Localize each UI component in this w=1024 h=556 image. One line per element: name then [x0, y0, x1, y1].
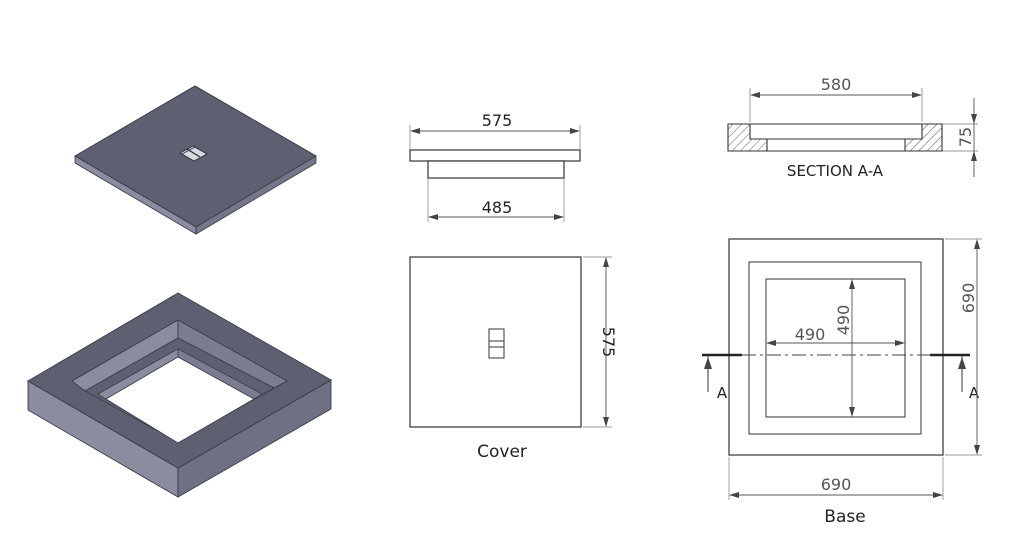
dim-arrow [554, 214, 564, 220]
base-opening-outline [765, 278, 906, 418]
dim-arrow [750, 92, 760, 98]
dim-arrow [971, 114, 977, 124]
dim-section-width: 580 [821, 75, 852, 94]
iso-cover-view [74, 85, 317, 235]
dim-cover-width: 575 [482, 111, 513, 130]
base-caption: Base [824, 507, 865, 527]
section-a-a-view: 580 75 SECTION A-A [727, 75, 978, 180]
cover-elevation-spigot [427, 160, 565, 179]
cover-lifting-handle-icon [488, 328, 505, 359]
dim-section-depth: 75 [956, 127, 975, 147]
dim-arrow [849, 407, 855, 417]
cover-elevation-top-plate [409, 149, 581, 162]
iso-cover-handle-slot [179, 145, 208, 162]
iso-base-opening [105, 356, 255, 444]
dim-cover-height: 575 [599, 327, 618, 358]
dim-arrow [729, 492, 739, 498]
dim-arrow [971, 151, 977, 161]
dim-arrow [410, 128, 420, 134]
section-left-hatched-wall [727, 123, 768, 152]
dim-arrow [428, 214, 438, 220]
section-marker-right: A [969, 384, 980, 402]
base-outer-outline [728, 238, 944, 456]
dim-arrow [849, 279, 855, 289]
section-right-hatched-wall [904, 123, 943, 152]
base-plan-view: A A 490 490 690 690 Base [702, 238, 982, 527]
section-arrow-right-icon [958, 357, 966, 369]
dim-arrow [974, 239, 980, 249]
dim-base-inner-height: 490 [834, 305, 853, 336]
dim-arrow [895, 340, 905, 346]
cover-plan-view: 575 Cover [409, 256, 618, 462]
section-arrow-left-icon [704, 357, 712, 369]
dim-arrow [974, 445, 980, 455]
section-title: SECTION A-A [787, 162, 884, 180]
dim-base-width: 690 [821, 475, 852, 494]
cover-caption: Cover [477, 442, 527, 462]
iso-cover-right-side [195, 155, 317, 235]
dim-base-inner-width: 490 [795, 325, 826, 344]
dim-arrow [766, 340, 776, 346]
dim-arrow [933, 492, 943, 498]
section-marker-left: A [717, 384, 728, 402]
dim-arrow [603, 417, 609, 427]
dim-arrow [570, 128, 580, 134]
dim-base-height: 690 [959, 283, 978, 314]
base-ledge-outline [748, 261, 922, 435]
iso-base-view [27, 292, 332, 498]
dim-arrow [603, 257, 609, 267]
dim-arrow [912, 92, 922, 98]
cover-elevation-view: 575 485 [409, 111, 581, 222]
dim-cover-inner-width: 485 [482, 198, 513, 217]
